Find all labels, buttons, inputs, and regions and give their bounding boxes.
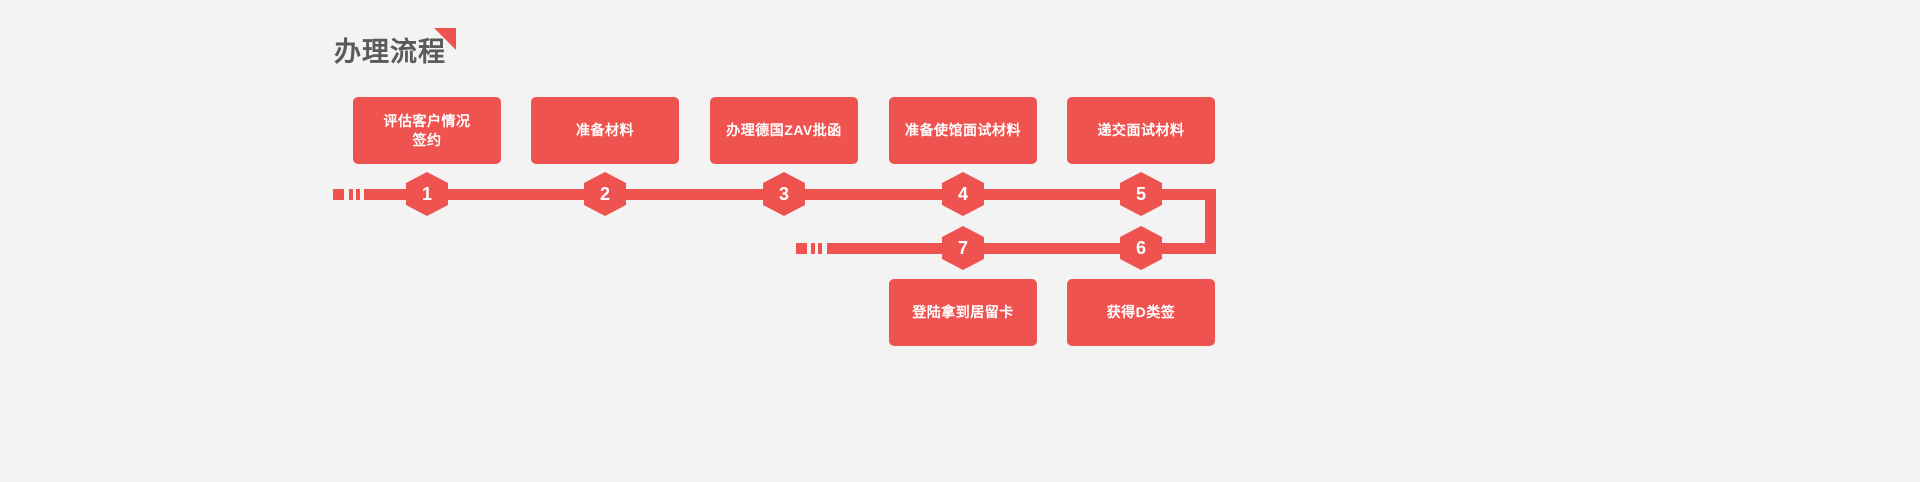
step-card-5-line-1: 递交面试材料 <box>1097 122 1185 138</box>
step-card-1-line-1: 评估客户情况 <box>383 112 471 129</box>
step-badge-1-number: 1 <box>421 183 432 204</box>
step-badge-5[interactable]: 5 <box>1120 172 1162 216</box>
page-title-text: 办理流程 <box>334 37 446 67</box>
step-card-3[interactable]: 办理德国ZAV批函 <box>710 97 858 164</box>
step-card-2-line-1: 准备材料 <box>576 122 634 138</box>
page-title: 办理流程 <box>334 28 456 74</box>
rail-dash-thin-end-2 <box>818 243 822 254</box>
step-card-6[interactable]: 获得D类签 <box>1067 279 1215 346</box>
triangle-corner-icon <box>434 28 456 50</box>
step-badge-7-number: 7 <box>957 237 968 258</box>
step-badge-3[interactable]: 3 <box>763 172 805 216</box>
step-card-7-line-1: 登陆拿到居留卡 <box>912 304 1014 320</box>
step-card-4-line-1: 准备使馆面试材料 <box>905 122 1021 138</box>
rail-bottom-horizontal <box>827 243 1216 254</box>
step-card-6-line-1: 获得D类签 <box>1106 304 1176 320</box>
step-badge-5-number: 5 <box>1135 183 1146 204</box>
step-badge-2[interactable]: 2 <box>584 172 626 216</box>
step-badge-3-number: 3 <box>778 183 789 204</box>
step-badge-2-number: 2 <box>599 183 610 204</box>
step-badge-4-number: 4 <box>957 183 968 204</box>
step-badge-7[interactable]: 7 <box>942 226 984 270</box>
step-card-7[interactable]: 登陆拿到居留卡 <box>889 279 1037 346</box>
rail-dash-thin-end-1 <box>811 243 815 254</box>
rail-dash-thin-start-1 <box>349 189 353 200</box>
step-badge-1[interactable]: 1 <box>406 172 448 216</box>
step-card-1-text: 评估客户情况 签约 <box>384 112 471 150</box>
rail-dash-thin-start-2 <box>356 189 360 200</box>
step-card-3-line-1: 办理德国ZAV批函 <box>726 122 842 138</box>
step-badge-4[interactable]: 4 <box>942 172 984 216</box>
step-card-1-line-2: 签约 <box>412 131 442 148</box>
rail-dash-square-end <box>796 243 807 254</box>
step-card-5[interactable]: 递交面试材料 <box>1067 97 1215 164</box>
step-card-4[interactable]: 准备使馆面试材料 <box>889 97 1037 164</box>
rail-right-vertical <box>1205 189 1216 254</box>
step-badge-6[interactable]: 6 <box>1120 226 1162 270</box>
step-badge-6-number: 6 <box>1135 237 1146 258</box>
step-card-1[interactable]: 评估客户情况 签约 <box>353 97 501 164</box>
step-card-2[interactable]: 准备材料 <box>531 97 679 164</box>
rail-dash-square-start <box>333 189 344 200</box>
